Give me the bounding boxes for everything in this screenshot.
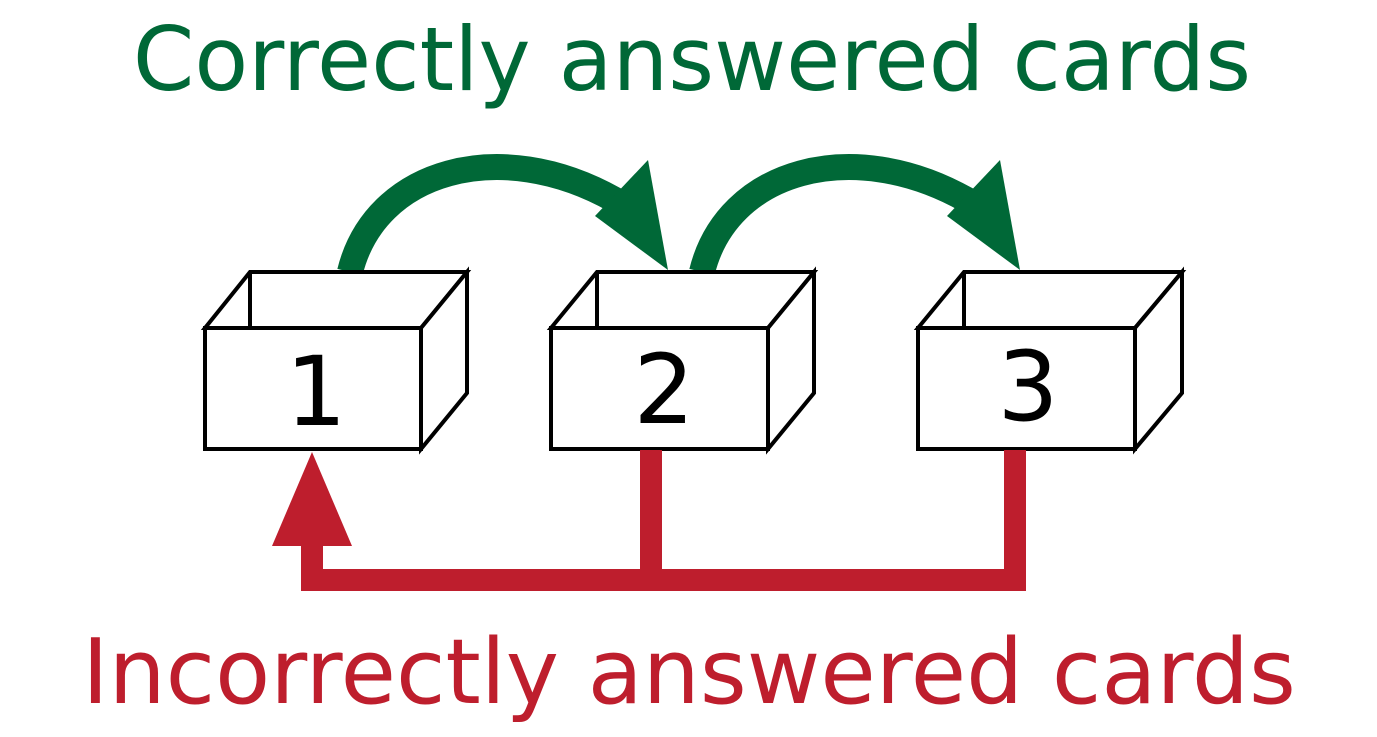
box-1: 1 — [200, 266, 472, 455]
incorrect-cards-label: Incorrectly answered cards — [82, 620, 1296, 725]
correct-arrow-2-to-3 — [689, 154, 974, 276]
correct-arrowhead-2 — [595, 160, 668, 270]
correct-cards-label: Correctly answered cards — [133, 8, 1251, 111]
box-3-number: 3 — [997, 331, 1058, 443]
box-3: 3 — [913, 266, 1187, 455]
box-1-number: 1 — [285, 336, 346, 448]
correct-arrowhead-3 — [947, 160, 1020, 270]
incorrect-arrowhead-1 — [272, 452, 352, 546]
incorrect-arrows — [272, 450, 1026, 591]
box-3-front — [916, 326, 1137, 451]
box-2: 2 — [546, 266, 819, 455]
correct-arrow-1-to-2 — [337, 154, 622, 276]
incorrect-return-line — [301, 450, 1026, 591]
box-2-front — [549, 326, 770, 451]
box-2-number: 2 — [633, 334, 694, 446]
correct-arrows — [337, 154, 1020, 276]
box-1-front — [203, 326, 423, 451]
